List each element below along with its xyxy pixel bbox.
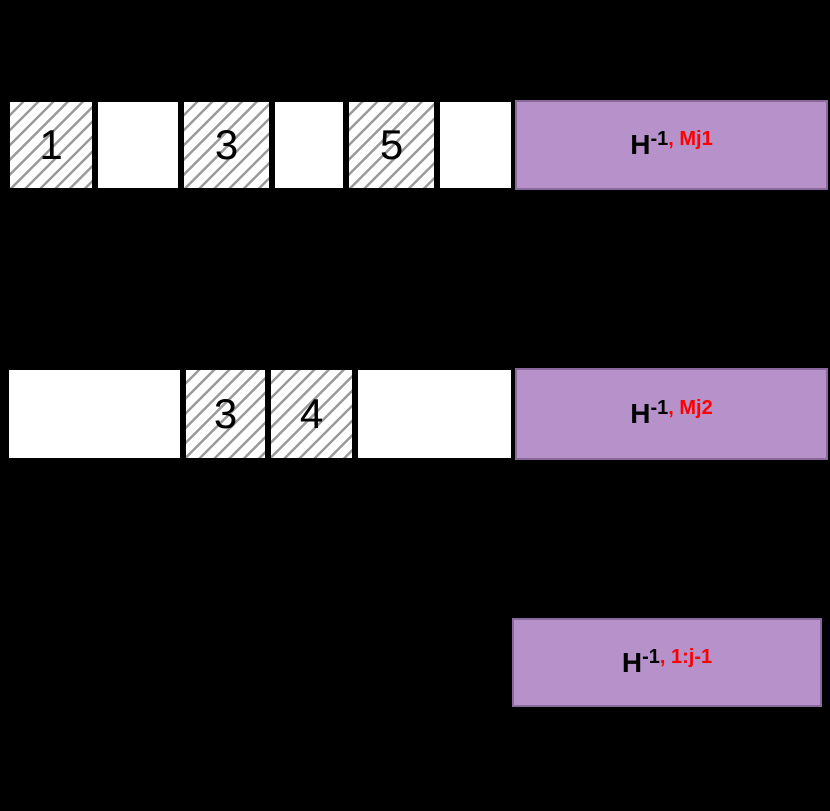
bucket-cell-value: 3 <box>214 121 239 168</box>
bucket-row-mj2: 3 4 H-1, Mj2 <box>7 368 828 460</box>
bucket-cell-value: 4 <box>299 390 324 437</box>
hash-label-box-mj2: H-1, Mj2 <box>515 368 828 460</box>
bucket-cell-value: 1 <box>39 121 63 168</box>
bucket-row-mj1: 1 3 5 H-1, Mj1 <box>8 100 828 190</box>
bucket-cell-value: 3 <box>213 390 238 437</box>
bucket-cell-empty-wide <box>356 368 513 460</box>
hash-superscript: -1, 1:j-1 <box>642 647 712 667</box>
hash-exponent: -1 <box>650 128 669 150</box>
hash-label: H-1, 1:j-1 <box>621 646 712 678</box>
hash-label-box-1jminus1: H-1, 1:j-1 <box>512 618 822 707</box>
hash-base: H <box>621 646 643 678</box>
bucket-cell-empty <box>96 100 180 190</box>
hash-subset-red: , 1:j-1 <box>659 645 713 668</box>
bucket-cell-5: 5 <box>347 100 436 190</box>
hash-superscript: -1, Mj2 <box>650 398 712 418</box>
hash-superscript: -1, Mj1 <box>650 129 712 149</box>
hash-subset-red: , Mj2 <box>668 397 713 419</box>
hash-label-box-mj1: H-1, Mj1 <box>515 100 828 190</box>
hash-exponent: -1 <box>642 645 660 668</box>
bucket-cell-4: 4 <box>269 368 354 460</box>
bucket-cell-empty <box>438 100 513 190</box>
bucket-cell-3: 3 <box>182 100 271 190</box>
bucket-cell-empty <box>273 100 345 190</box>
bucket-cell-3: 3 <box>184 368 267 460</box>
hash-exponent: -1 <box>650 397 669 419</box>
hash-label: H-1, Mj1 <box>630 129 712 160</box>
bucket-cell-empty-wide <box>7 368 182 460</box>
hash-label: H-1, Mj2 <box>630 398 712 429</box>
bucket-cell-1: 1 <box>8 100 94 190</box>
hash-base: H <box>630 398 651 429</box>
hash-subset-red: , Mj1 <box>668 128 713 150</box>
hash-base: H <box>630 129 651 160</box>
bucket-cell-value: 5 <box>379 121 404 168</box>
